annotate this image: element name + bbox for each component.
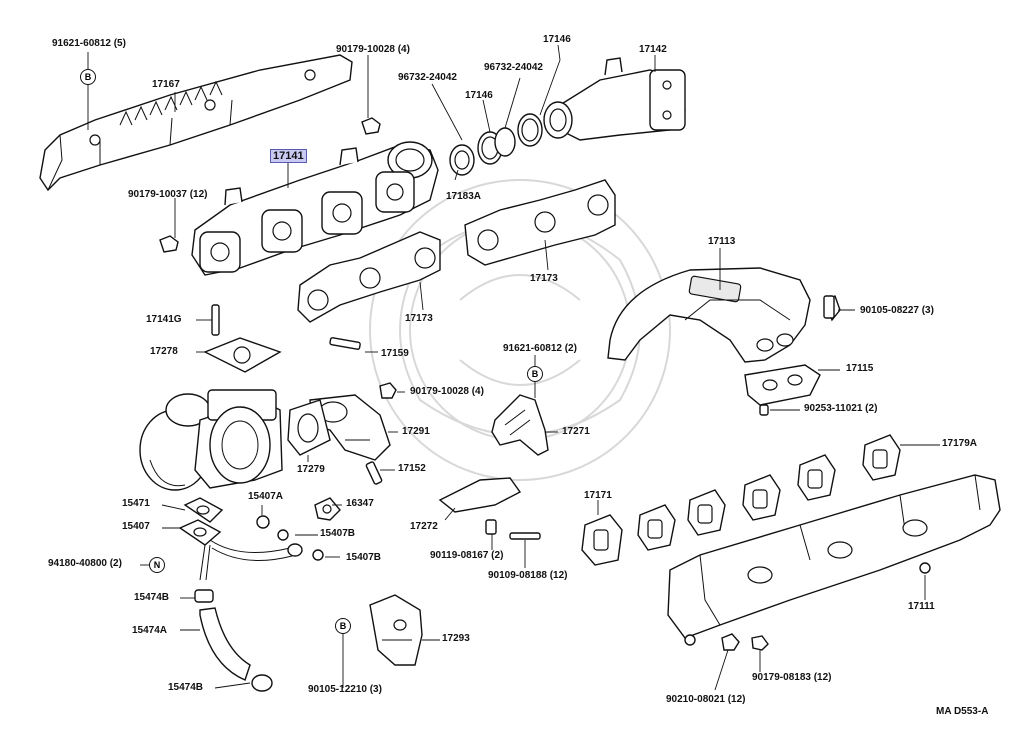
gasket-17115 (744, 364, 821, 406)
label-17279: 17279 (297, 464, 325, 475)
label-17152: 17152 (398, 463, 426, 474)
gasket-17278 (203, 337, 282, 373)
gasket-17173-a (297, 231, 441, 323)
label-90179-08183-12: 90179-08183 (12) (752, 672, 832, 683)
stud-90109 (509, 532, 541, 540)
exhaust-manifold-17141 (191, 141, 439, 276)
callout-b-middle: B (527, 366, 543, 382)
label-15407A: 15407A (248, 491, 284, 502)
label-17159: 17159 (381, 348, 409, 359)
label-91621-60812-2: 91621-60812 (2) (503, 343, 577, 354)
label-17293: 17293 (442, 633, 470, 644)
label-90109-08188-12: 90109-08188 (12) (488, 570, 568, 581)
stud-17159 (329, 337, 361, 350)
intake-manifold-17111 (667, 474, 1001, 646)
label-15474B-a: 15474B (134, 592, 170, 603)
label-91621-60812-5: 91621-60812 (5) (52, 38, 126, 49)
label-17142: 17142 (639, 44, 667, 55)
oil-hose (194, 589, 273, 692)
label-90119-08167-2: 90119-08167 (2) (430, 550, 504, 561)
diagram-code: MA D553-A (936, 706, 989, 717)
label-17115: 17115 (846, 363, 874, 374)
label-15471: 15471 (122, 498, 150, 509)
label-16347: 16347 (346, 498, 374, 509)
label-17141: 17141 (270, 149, 307, 163)
label-17291: 17291 (402, 426, 430, 437)
gasket-17171 (581, 514, 623, 566)
label-17141G: 17141G (146, 314, 182, 325)
nut-left (159, 235, 179, 253)
nut-top (361, 117, 381, 135)
label-90105-12210-3: 90105-12210 (3) (308, 684, 382, 695)
label-15407: 15407 (122, 521, 150, 532)
intake-pipe-17113 (607, 267, 841, 363)
heat-insulator-17167 (39, 54, 353, 192)
label-90179-10028-4-a: 90179-10028 (4) (336, 44, 410, 55)
port-gaskets (637, 434, 901, 551)
callout-b-top: B (80, 69, 96, 85)
leader-lines (87, 44, 940, 691)
stud-17141G (211, 304, 220, 336)
label-17171: 17171 (584, 490, 612, 501)
label-17113: 17113 (708, 236, 736, 247)
stud-90179-08183 (751, 635, 769, 651)
pin-90253 (759, 404, 769, 416)
label-15407B-b: 15407B (346, 552, 382, 563)
label-17179A: 17179A (942, 438, 978, 449)
nut-90210 (721, 633, 740, 651)
bracket-17293 (369, 594, 423, 666)
label-90179-10037-12: 90179-10037 (12) (128, 189, 208, 200)
gasket-17173-b (464, 179, 616, 266)
insulator-17272 (438, 477, 522, 513)
nut-middle (379, 382, 397, 399)
label-15474A: 15474A (132, 625, 168, 636)
label-17173-a: 17173 (405, 313, 433, 324)
bracket-17271 (491, 394, 549, 456)
label-94180-40800-2: 94180-40800 (2) (48, 558, 122, 569)
label-96732-24042-b: 96732-24042 (484, 62, 543, 73)
label-17278: 17278 (150, 346, 178, 357)
callout-n: N (149, 557, 165, 573)
stud-17152 (365, 461, 383, 485)
label-17146-b: 17146 (543, 34, 571, 45)
label-90105-08227-3: 90105-08227 (3) (860, 305, 934, 316)
plate-16347 (314, 497, 341, 521)
label-96732-24042-a: 96732-24042 (398, 72, 457, 83)
label-90253-11021-2: 90253-11021 (2) (804, 403, 878, 414)
label-15474B-b: 15474B (168, 682, 204, 693)
turbocharger (139, 389, 283, 491)
label-17271: 17271 (562, 426, 590, 437)
label-17111: 17111 (908, 601, 935, 612)
bolt-90119 (485, 519, 497, 535)
gasket-17279 (287, 399, 331, 456)
label-17167: 17167 (152, 79, 180, 90)
exhaust-pipe-17142 (543, 57, 686, 141)
seal-rings (449, 113, 543, 176)
callout-b-bottom: B (335, 618, 351, 634)
label-90179-10028-4-b: 90179-10028 (4) (410, 386, 484, 397)
label-90210-08021-12: 90210-08021 (12) (666, 694, 746, 705)
label-17183A: 17183A (446, 191, 482, 202)
bolt-90105-08227 (823, 295, 835, 319)
label-17146-a: 17146 (465, 90, 493, 101)
label-17272: 17272 (410, 521, 438, 532)
label-15407B-a: 15407B (320, 528, 356, 539)
label-17173-b: 17173 (530, 273, 558, 284)
oil-pipe-assembly (178, 497, 324, 581)
